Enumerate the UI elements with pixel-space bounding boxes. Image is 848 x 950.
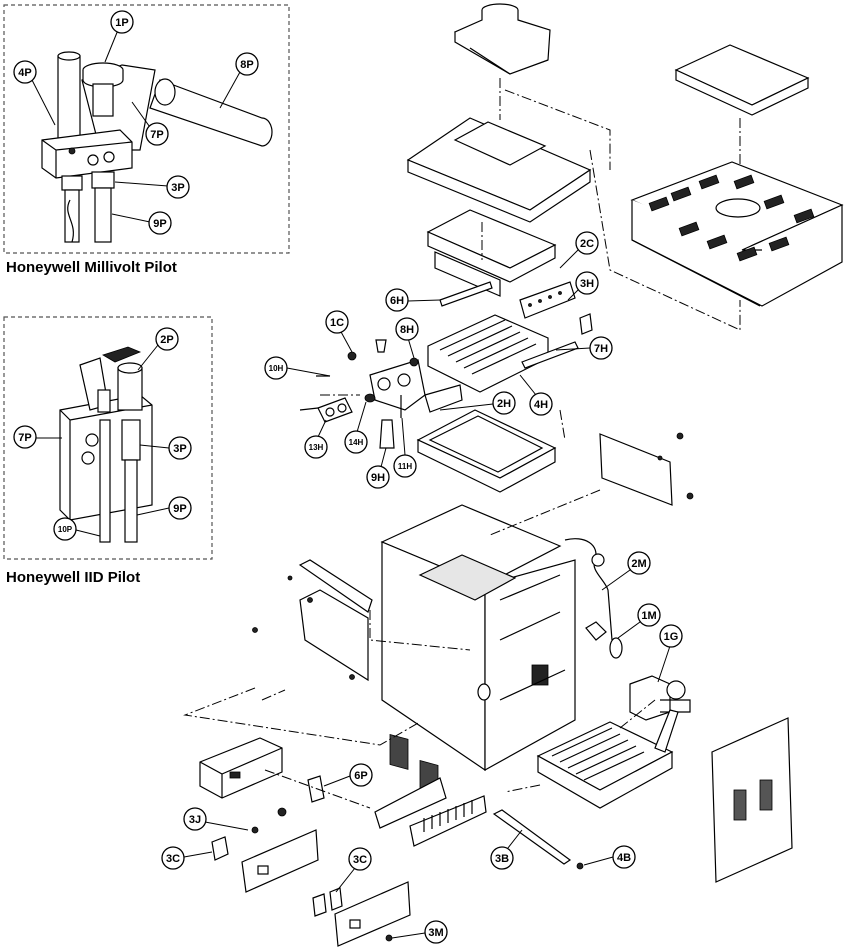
callout-4B	[612, 845, 636, 869]
callout-7P-a	[145, 122, 169, 146]
side-panel-left	[252, 559, 373, 682]
callout-8H	[395, 317, 419, 341]
callout-2C	[575, 231, 599, 255]
callout-2H	[492, 391, 516, 415]
callout-1P-text: 1P	[115, 17, 128, 29]
callout-7P-b-text: 7P	[18, 432, 31, 444]
callout-3P-a-text: 3P	[171, 182, 184, 194]
callout-3C-a-text: 3C	[166, 853, 180, 865]
callout-3C-b-text: 3C	[353, 854, 367, 866]
callout-2M	[627, 551, 651, 575]
control-box	[199, 737, 325, 834]
callout-1G	[659, 624, 683, 648]
callout-10P-text: 10P	[58, 525, 73, 534]
burner-assembly	[536, 709, 679, 809]
callout-6H-text: 6H	[390, 295, 404, 307]
millivolt-pilot-drawing	[41, 51, 273, 243]
callout-4B-text: 4B	[617, 852, 631, 864]
callout-4H-text: 4H	[534, 399, 548, 411]
caption-millivolt-pilot: Honeywell Millivolt Pilot	[6, 259, 177, 276]
callout-3H-text: 3H	[580, 278, 594, 290]
callout-9H-text: 9H	[371, 472, 385, 484]
heat-exchanger	[427, 281, 593, 393]
callout-2P	[155, 327, 179, 351]
control-panels	[211, 829, 411, 947]
callout-3P-b	[168, 436, 192, 460]
gas-valve-wiring	[564, 538, 623, 659]
callout-10H-text: 10H	[269, 364, 284, 373]
callout-4P-text: 4P	[18, 67, 31, 79]
callout-2P-text: 2P	[160, 334, 173, 346]
callout-14H	[344, 430, 368, 454]
callout-6P	[349, 763, 373, 787]
burner-tray	[416, 409, 557, 493]
callout-3M	[424, 920, 448, 944]
callout-3B	[490, 846, 514, 870]
flue-baffle	[426, 209, 557, 297]
iid-inset-frame	[3, 316, 213, 560]
alignment-lines	[183, 78, 741, 809]
callout-11H	[393, 454, 417, 478]
callout-2H-text: 2H	[497, 398, 511, 410]
callout-2C-text: 2C	[580, 238, 594, 250]
callout-3P-b-text: 3P	[173, 443, 186, 455]
callout-9P-b-text: 9P	[173, 503, 186, 515]
gas-valve	[629, 675, 691, 721]
top-jacket	[630, 161, 844, 307]
callout-3P-a	[166, 175, 190, 199]
callout-8P-text: 8P	[240, 59, 253, 71]
callout-3J-text: 3J	[189, 814, 201, 826]
callout-2M-text: 2M	[631, 558, 646, 570]
callout-8P	[235, 52, 259, 76]
millivolt-inset-frame	[3, 4, 290, 254]
callout-9P-b	[168, 496, 192, 520]
top-cover-lid	[674, 44, 810, 116]
callout-4P	[13, 60, 37, 84]
callout-7H	[589, 336, 613, 360]
callout-7H-text: 7H	[594, 343, 608, 355]
callout-14H-text: 14H	[349, 438, 364, 447]
callout-3C-b	[348, 847, 372, 871]
callout-1G-text: 1G	[664, 631, 679, 643]
callout-1M-text: 1M	[641, 610, 656, 622]
callout-6P-text: 6P	[354, 770, 367, 782]
flue-collector	[406, 117, 592, 223]
callout-3H	[575, 271, 599, 295]
callout-1C-text: 1C	[330, 317, 344, 329]
bottom-brackets	[374, 777, 584, 870]
callout-1P	[110, 10, 134, 34]
callout-8H-text: 8H	[400, 324, 414, 336]
cabinet-frame	[380, 504, 576, 796]
callout-1C	[325, 310, 349, 334]
rear-panel	[599, 432, 694, 506]
callout-9H	[366, 465, 390, 489]
callout-3M-text: 3M	[428, 927, 443, 939]
callout-6H	[385, 288, 409, 312]
callout-3J	[183, 807, 207, 831]
callout-3C-a	[161, 846, 185, 870]
callout-10P	[53, 517, 77, 541]
callout-7P-a-text: 7P	[150, 129, 163, 141]
callout-11H-text: 11H	[398, 462, 412, 471]
caption-iid-pilot: Honeywell IID Pilot	[6, 569, 141, 586]
callout-1M	[637, 603, 661, 627]
callout-13H	[304, 435, 328, 459]
callout-4H	[529, 392, 553, 416]
iid-pilot-drawing	[59, 346, 153, 543]
callout-9P-a-text: 9P	[153, 218, 166, 230]
callout-10H	[264, 356, 288, 380]
flue-collar	[453, 3, 551, 75]
header-assembly	[299, 339, 463, 449]
callout-13H-text: 13H	[309, 443, 324, 452]
callout-3B-text: 3B	[495, 853, 509, 865]
callout-7P-b	[13, 425, 37, 449]
callout-9P-a	[148, 211, 172, 235]
front-door-panel	[711, 717, 793, 883]
